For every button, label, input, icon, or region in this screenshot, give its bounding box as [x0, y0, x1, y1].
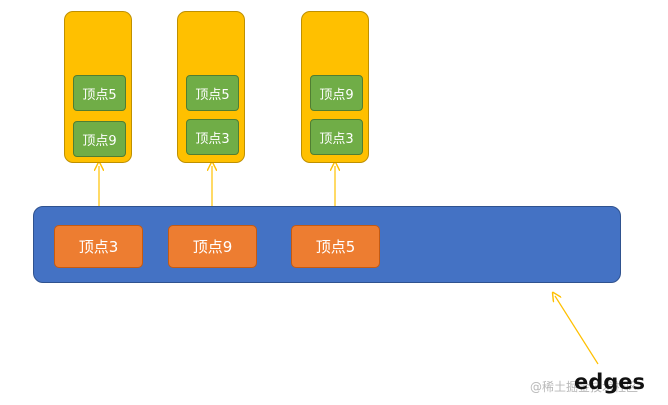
adjacency-item: 顶点3 — [310, 119, 363, 155]
adjacency-item: 顶点9 — [310, 75, 363, 111]
adjacency-list-1: 顶点5 顶点9 — [64, 11, 132, 163]
adjacency-item: 顶点5 — [73, 75, 126, 111]
arrow-edges — [555, 296, 599, 365]
watermark: @稀土掘金技术社区 — [530, 380, 639, 394]
adjacency-item: 顶点9 — [73, 121, 126, 157]
vertex-node: 顶点9 — [168, 225, 257, 268]
adjacency-list-3: 顶点9 顶点3 — [301, 11, 369, 163]
adjacency-item: 顶点5 — [186, 75, 239, 111]
vertex-node: 顶点3 — [54, 225, 143, 268]
vertex-node: 顶点5 — [291, 225, 380, 268]
adjacency-item: 顶点3 — [186, 119, 239, 155]
edges-label: edges — [574, 370, 646, 394]
adjacency-list-2: 顶点5 顶点3 — [177, 11, 245, 163]
